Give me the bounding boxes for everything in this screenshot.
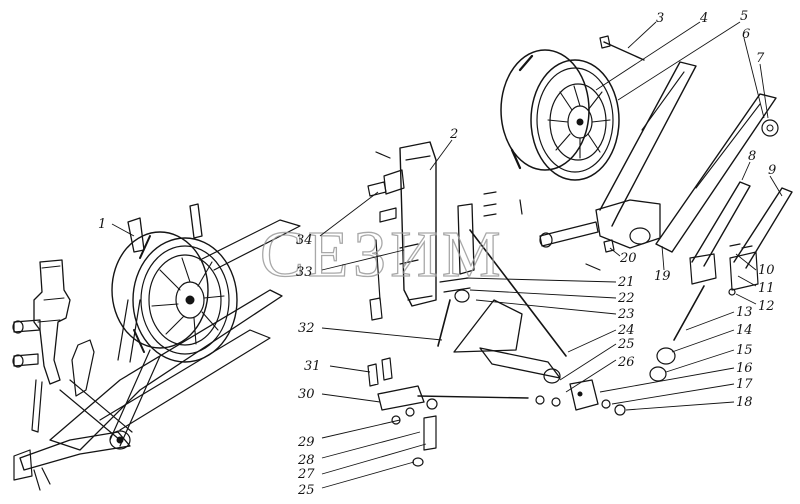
callout-21: 21 — [617, 275, 635, 290]
callout-9: 9 — [768, 163, 776, 178]
callout-11: 11 — [758, 281, 775, 296]
callout-27: 27 — [297, 467, 315, 482]
callout-26: 26 — [617, 355, 635, 370]
callout-numbers: 1 2 3 4 5 6 7 8 9 10 11 12 13 14 15 16 1… — [98, 9, 776, 498]
callout-7: 7 — [756, 51, 765, 66]
callout-23: 23 — [617, 307, 635, 322]
wheel-assembly — [500, 35, 645, 181]
callout-19: 19 — [654, 269, 671, 284]
callout-12: 12 — [758, 299, 775, 314]
leader-lines — [111, 21, 783, 489]
callout-1: 1 — [98, 217, 106, 232]
callout-16: 16 — [736, 361, 753, 376]
callout-25: 25 — [617, 337, 635, 352]
callout-24: 24 — [617, 323, 635, 338]
callout-8: 8 — [748, 149, 756, 164]
callout-17: 17 — [736, 377, 753, 392]
callout-28: 28 — [297, 453, 315, 468]
callout-30: 30 — [298, 387, 315, 402]
support-arms-assembly — [539, 61, 793, 341]
callout-5: 5 — [740, 9, 748, 24]
callout-15: 15 — [736, 343, 753, 358]
callout-33: 33 — [296, 265, 313, 280]
callout-18: 18 — [736, 395, 753, 410]
callout-3: 3 — [656, 11, 664, 26]
callout-13: 13 — [736, 305, 753, 320]
callout-31: 31 — [304, 359, 321, 374]
callout-4: 4 — [699, 11, 708, 26]
callout-29: 29 — [297, 435, 315, 450]
callout-32: 32 — [298, 321, 315, 336]
callout-10: 10 — [758, 263, 775, 278]
callout-20: 20 — [619, 251, 637, 266]
callout-25-lower: 25 — [297, 483, 315, 498]
callout-14: 14 — [736, 323, 753, 338]
callout-22: 22 — [617, 291, 635, 306]
callout-34: 34 — [296, 233, 313, 248]
callout-6: 6 — [742, 27, 750, 42]
spare-wheel-carrier-assembly — [12, 203, 301, 491]
callout-2: 2 — [449, 127, 458, 142]
watermark-text: СЕЗИМ — [260, 218, 505, 291]
